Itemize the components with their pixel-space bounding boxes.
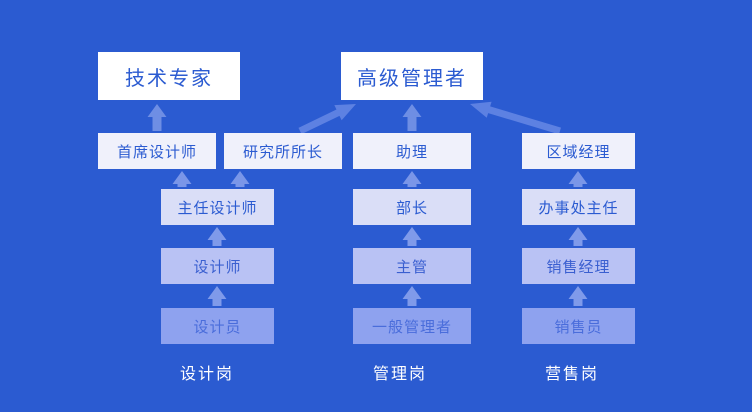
- node-label: 技术专家: [125, 67, 213, 90]
- node-label: 主管: [395, 258, 428, 276]
- arrow-lead-designer-to-institute-director: [230, 171, 250, 187]
- node-chief-designer[interactable]: 首席设计师: [98, 133, 216, 169]
- arrow-lead-designer-to-chief-designer: [172, 171, 192, 187]
- node-label: 设计师: [193, 258, 242, 276]
- node-salesperson[interactable]: 销售员: [522, 308, 635, 344]
- column-label-sales: 营售岗: [545, 366, 600, 383]
- node-label: 销售经理: [546, 258, 611, 276]
- node-label: 高级管理者: [357, 67, 467, 90]
- column-label-design: 设计岗: [180, 366, 235, 383]
- arrow-sales-manager-to-office-director: [568, 227, 588, 246]
- node-label: 区域经理: [546, 143, 611, 161]
- node-label: 主任设计师: [177, 199, 258, 217]
- node-regional-manager[interactable]: 区域经理: [522, 133, 635, 169]
- arrow-junior-designer-to-designer: [207, 286, 227, 306]
- arrow-general-manager-to-supervisor: [402, 286, 422, 306]
- node-lead-designer[interactable]: 主任设计师: [161, 189, 274, 225]
- node-label: 办事处主任: [538, 199, 619, 217]
- node-institute-director[interactable]: 研究所所长: [224, 133, 342, 169]
- arrow-supervisor-to-department-head: [402, 227, 422, 246]
- node-supervisor[interactable]: 主管: [353, 248, 471, 284]
- node-sales-manager[interactable]: 销售经理: [522, 248, 635, 284]
- column-label-management: 管理岗: [373, 366, 428, 383]
- node-office-director[interactable]: 办事处主任: [522, 189, 635, 225]
- node-junior-designer[interactable]: 设计员: [161, 308, 274, 344]
- node-label: 部长: [395, 199, 428, 217]
- arrow-designer-to-lead-designer: [207, 227, 227, 246]
- node-tech-expert[interactable]: 技术专家: [98, 52, 240, 100]
- arrow-office-director-to-regional-manager: [568, 171, 588, 187]
- arrow-department-head-to-assistant: [402, 171, 422, 187]
- arrow-chief-designer-to-tech-expert: [147, 104, 167, 131]
- node-label: 销售员: [554, 318, 603, 336]
- node-label: 设计员: [193, 318, 242, 336]
- arrow-assistant-to-senior-manager: [402, 104, 422, 131]
- arrow-institute-director-to-senior-manager: [298, 104, 356, 135]
- node-senior-manager[interactable]: 高级管理者: [341, 52, 483, 100]
- node-label: 助理: [395, 143, 428, 161]
- arrow-salesperson-to-sales-manager: [568, 286, 588, 306]
- node-designer[interactable]: 设计师: [161, 248, 274, 284]
- node-general-manager-staff[interactable]: 一般管理者: [353, 308, 471, 344]
- arrow-regional-manager-to-senior-manager: [470, 101, 562, 135]
- node-assistant[interactable]: 助理: [353, 133, 471, 169]
- node-label: 首席设计师: [116, 143, 197, 161]
- node-label: 一般管理者: [371, 318, 452, 336]
- node-label: 研究所所长: [242, 143, 323, 161]
- node-department-head[interactable]: 部长: [353, 189, 471, 225]
